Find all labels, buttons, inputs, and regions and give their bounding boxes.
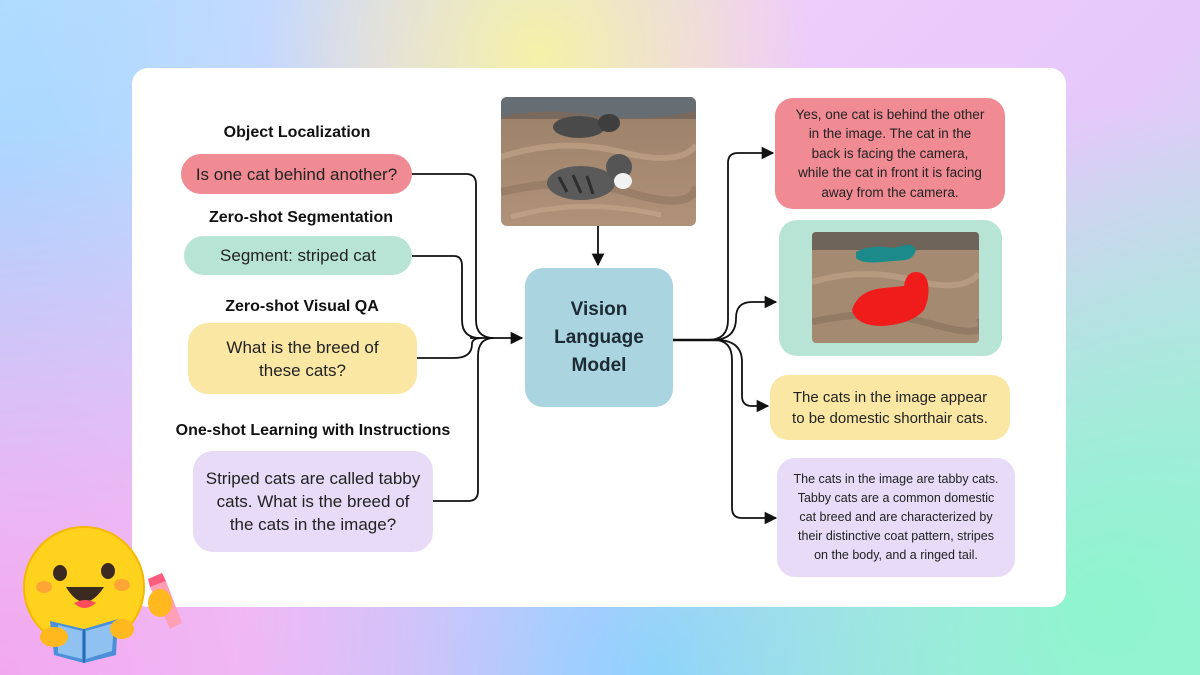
segmentation-mask-image — [812, 232, 979, 343]
prompt-one-shot: Striped cats are called tabby cats. What… — [193, 451, 433, 552]
title-zero-shot-segmentation: Zero-shot Segmentation — [208, 209, 393, 226]
prompt-visual-qa: What is the breed of these cats? — [188, 323, 417, 394]
prompt-object-localization: Is one cat behind another? — [181, 154, 412, 194]
output-visual-qa-answer: The cats in the image appear to be domes… — [770, 375, 1010, 440]
output-localization-answer: Yes, one cat is behind the other in the … — [775, 98, 1005, 209]
cats-photo — [501, 97, 696, 226]
prompt-segmentation: Segment: striped cat — [184, 236, 412, 275]
hugging-face-reading-icon — [23, 526, 182, 663]
title-zero-shot-visual-qa: Zero-shot Visual QA — [225, 298, 379, 315]
title-one-shot-learning: One-shot Learning with Instructions — [175, 422, 451, 439]
vision-language-model-box: Vision Language Model — [525, 268, 673, 407]
output-one-shot-answer: The cats in the image are tabby cats. Ta… — [777, 458, 1015, 577]
title-object-localization: Object Localization — [223, 124, 371, 141]
